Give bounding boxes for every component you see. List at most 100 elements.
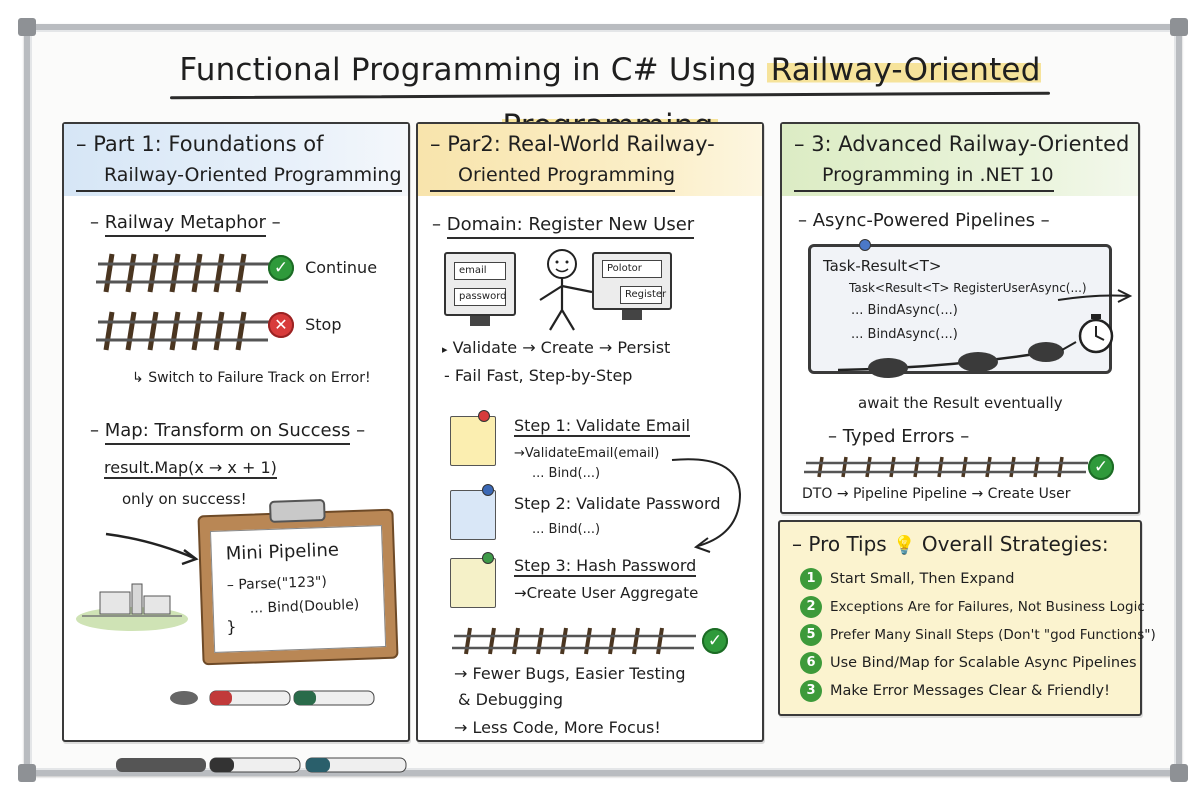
stop-row: ✕ Stop [268,312,341,338]
benefit-line3: → Less Code, More Focus! [454,718,661,737]
form-field-top: Polotor [602,260,662,278]
mini-pipeline-line1: – Parse("123") [227,574,328,593]
bullet-icon: ▸ [442,343,448,356]
dash-icon: – [90,420,105,441]
check-icon: ✓ [1088,454,1114,480]
register-button: Register [620,286,666,304]
async-title-label: Async-Powered Pipelines [812,210,1035,231]
map-code: result.Map(x → x + 1) [104,458,277,479]
marker-tray-icon [116,757,407,773]
monitor-stand-icon [470,316,490,326]
domain-title-label: Domain: Register New User [446,214,695,239]
step1-title: Step 1: Validate Email [514,416,691,437]
benefit-line2: & Debugging [458,690,564,709]
typed-errors-check: ✓ [1088,454,1114,480]
step1-note-icon [450,416,496,466]
dash-icon: – [794,132,812,156]
railway-metaphor-title: – Railway Metaphor – [90,212,281,237]
monitor-stand-icon [622,310,642,320]
dto-pipeline-line: DTO → Pipeline Pipeline → Create User [802,486,1071,502]
register-form-screen: Polotor Register [592,252,672,310]
lightbulb-icon: 💡 [893,535,916,556]
part3-header: – 3: Advanced Railway-Oriented Programmi… [782,124,1138,196]
part2-panel: – Par2: Real-World Railway- Oriented Pro… [416,122,764,742]
typed-errors-label: Typed Errors [842,426,955,447]
clipboard-paper: Mini Pipeline – Parse("123") ... Bind(Do… [209,525,387,653]
part3-heading-line2: Programming in .NET 10 [794,160,1054,192]
part2-heading-line2: Oriented Programming [430,160,676,192]
pro-tips-title: – Pro Tips 💡 Overall Strategies: [792,532,1109,556]
factory-sketch-icon [76,583,188,631]
board-corner-bottom-left [18,764,36,782]
arrow-right-icon: → [836,486,849,502]
benefit-line3-text: Less Code, More Focus! [472,718,661,737]
tip-item: 2 Exceptions Are for Failures, Not Busine… [800,596,1145,622]
part1-header: – Part 1: Foundations of Railway-Oriente… [64,124,408,196]
tip-text: Start Small, Then Expand [830,571,1015,587]
dash-icon: – [90,212,105,233]
password-field: password [454,288,506,306]
blue-pin-icon [859,239,871,251]
map-title-label: Map: Transform on Success [104,420,351,445]
async-title: – Async-Powered Pipelines – [798,210,1050,231]
tip-text: Exceptions Are for Failures, Not Busines… [830,599,1145,615]
track-complete-check: ✓ [702,628,728,654]
part1-heading-line2: Railway-Oriented Programming [76,160,402,192]
dash-icon: – [265,212,281,233]
benefit-line1: → Fewer Bugs, Easier Testing [454,664,686,683]
dash-icon: – [350,420,366,441]
dash-icon: – [1034,210,1050,231]
board-corner-top-left [18,18,36,36]
close-brace: } [226,617,237,637]
tip-number-badge: 6 [800,652,822,674]
dto-label: DTO [802,486,833,502]
dash-icon: – [792,532,809,556]
arrow-right-icon: → [514,584,527,602]
domain-title: – Domain: Register New User [432,214,695,239]
clipboard-clip-icon [268,499,326,523]
step3-code-text: Create User Aggregate [526,584,699,602]
red-pin-icon [478,410,490,422]
tip-number-badge: 2 [800,596,822,618]
arrow-right-icon: → [454,664,468,683]
async-code2: Task<Result<T> RegisterUserAsync(...) [849,281,1087,295]
map-title: – Map: Transform on Success – [90,420,366,445]
async-pipeline-icon [837,289,1133,378]
cross-icon: ✕ [268,312,294,338]
tip-number-badge: 5 [800,624,822,646]
step1-code1: →ValidateEmail(email) [514,446,659,461]
dash-icon: – [954,426,970,447]
dash-icon: – [798,210,813,231]
step2-note-icon [450,490,496,540]
dash-icon: – [76,132,94,156]
part3-panel: – 3: Advanced Railway-Oriented Programmi… [780,122,1140,514]
async-code1: Task-Result<T> [823,257,942,275]
mini-pipeline-title: Mini Pipeline [225,539,340,565]
railway-metaphor-label: Railway Metaphor [104,212,266,237]
mini-pipeline-clipboard: Mini Pipeline – Parse("123") ... Bind(Do… [197,499,399,666]
dash-icon: – [430,132,448,156]
part1-heading-line1: Part 1: Foundations of [93,132,324,156]
fail-fast-note: - Fail Fast, Step-by-Step [444,366,633,385]
part3-heading-line1: 3: Advanced Railway-Oriented [811,132,1130,156]
board-corner-top-right [1170,18,1188,36]
railway-track-failure [96,311,270,351]
pro-tips-title-text: Pro Tips [808,532,887,556]
login-form-screen: email password [444,252,516,316]
check-icon: ✓ [268,255,294,281]
mini-pipeline-line2: ... Bind(Double) [249,596,360,617]
switch-note: ↳ Switch to Failure Track on Error! [132,370,371,386]
email-field: email [454,262,506,280]
tip-text: Make Error Messages Clear & Friendly! [830,683,1110,699]
benefit-line1-text: Fewer Bugs, Easier Testing [472,664,686,683]
person-icon [539,249,593,331]
green-pin-icon [482,552,494,564]
continue-label: Continue [305,258,378,277]
step3-title: Step 3: Hash Password [514,556,697,577]
step3-code: →Create User Aggregate [514,584,698,602]
continue-row: ✓ Continue [268,255,377,281]
flow-text: Validate → Create → Persist [452,338,671,357]
